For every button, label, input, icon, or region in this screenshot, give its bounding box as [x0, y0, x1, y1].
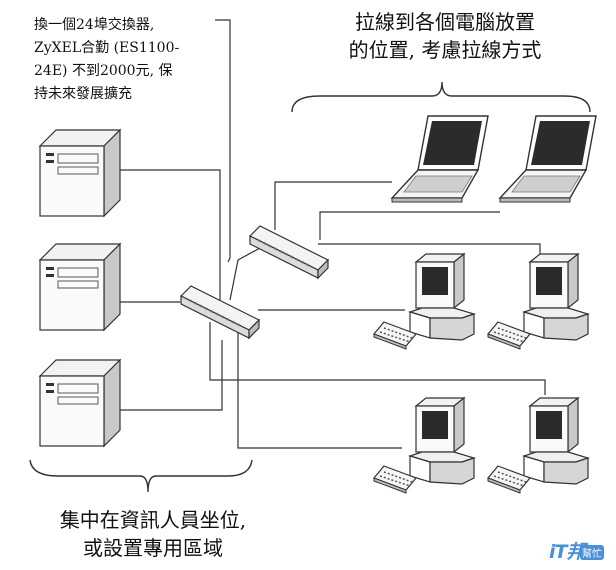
switch-note: 換一個24埠交換器, ZyXEL合勤 (ES1100- 24E) 不到2000元… — [34, 14, 212, 106]
switch-note-line: ZyXEL合勤 (ES1100- — [34, 40, 180, 56]
laptop-icon — [499, 115, 597, 203]
server-tower-icon — [39, 129, 121, 217]
switch-note-line: 換一個24埠交換器, — [34, 17, 155, 33]
cables — [110, 19, 546, 449]
wiring-caption: 拉線到各個電腦放置 的位置, 考慮拉線方式 — [300, 8, 590, 64]
watermark-logo-badge: 幫忙 — [580, 545, 604, 560]
server-tower-icon — [39, 243, 121, 331]
ithome-watermark: iT邦 幫忙 — [547, 534, 609, 564]
watermark-logo-text: iT邦 — [549, 541, 585, 563]
wiring-caption-line: 的位置, 考慮拉線方式 — [348, 38, 542, 62]
network-switch-icon — [249, 225, 329, 279]
desktop-computer-icon — [373, 253, 475, 350]
laptop-icon — [391, 115, 489, 203]
server-tower-icon — [39, 359, 121, 447]
switch-note-line: 持未來發展擴充 — [34, 86, 132, 102]
server-location-caption-line: 或設置專用區域 — [83, 536, 223, 560]
top-brace — [291, 81, 591, 113]
desktop-computer-icon — [487, 397, 589, 494]
server-location-caption: 集中在資訊人員坐位, 或設置專用區域 — [0, 506, 306, 562]
wiring-caption-line: 拉線到各個電腦放置 — [355, 10, 535, 34]
switch-note-line: 24E) 不到2000元, 保 — [34, 63, 173, 79]
server-location-caption-line: 集中在資訊人員坐位, — [59, 508, 247, 532]
desktop-computer-icon — [373, 397, 475, 494]
bottom-brace — [29, 459, 253, 493]
desktop-computer-icon — [487, 253, 589, 350]
